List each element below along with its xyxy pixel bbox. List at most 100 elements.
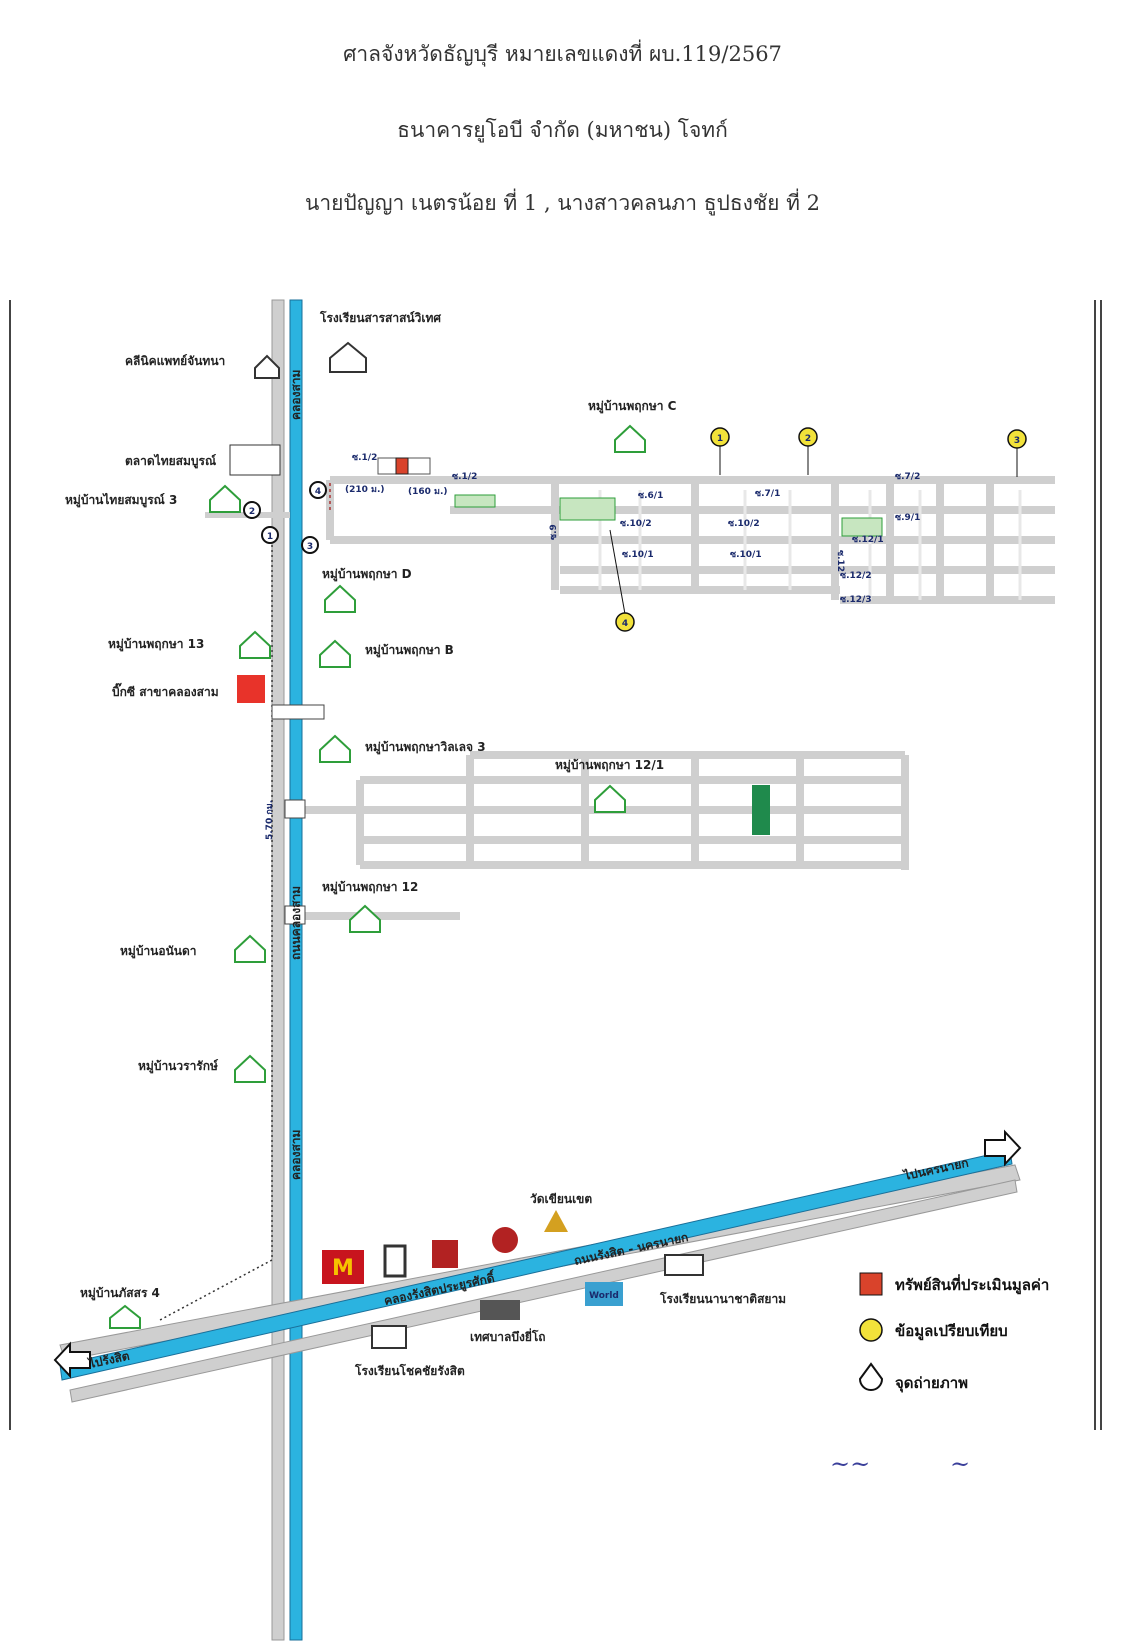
- building-icon: [383, 1244, 407, 1278]
- label-school-bottom: โรงเรียนโชคชัยรังสิต: [354, 1363, 465, 1378]
- label-ananda: หมู่บ้านอนันดา: [120, 944, 197, 959]
- label-soi-121: ซ.12/1: [852, 535, 884, 545]
- label-soi-61: ซ.6/1: [638, 491, 663, 501]
- header-line-3: นายปัญญา เนตรน้อย ที่ 1 , นางสาวคลนภา ธู…: [304, 191, 821, 215]
- label-pruksa-c: หมู่บ้านพฤกษา C: [588, 399, 677, 414]
- label-thaisomboon3: หมู่บ้านไทยสมบูรณ์ 3: [65, 492, 177, 508]
- label-patsorn4: หมู่บ้านภัสสร 4: [80, 1286, 160, 1301]
- label-pruksa-121: หมู่บ้านพฤกษา 12/1: [555, 758, 664, 773]
- compare-marker-2[interactable]: 2: [798, 427, 818, 475]
- rangsit-road-lower: [69, 1179, 1018, 1403]
- village-icons: [109, 424, 646, 1329]
- label-school-top: โรงเรียนสารสาสน์วิเทศ: [319, 310, 441, 325]
- label-soi-122: ซ.12/2: [840, 571, 872, 581]
- label-dist-160: (160 ม.): [408, 487, 448, 497]
- intl-school-icon: [664, 1254, 704, 1276]
- signature-2: ~: [950, 1450, 971, 1478]
- house-icon: [594, 784, 626, 813]
- house-icon: [209, 484, 241, 513]
- label-bigc: บิ๊กซี สาขาคลองสาม: [112, 682, 219, 699]
- photo-point-2[interactable]: 2: [243, 501, 261, 519]
- svg-text:3: 3: [307, 542, 313, 552]
- municipal-icon: [480, 1300, 520, 1320]
- legend-compare: ข้อมูลเปรียบเทียบ: [895, 1322, 1008, 1341]
- svg-text:2: 2: [249, 507, 255, 517]
- svg-text:2: 2: [805, 434, 811, 444]
- photo-point-1[interactable]: 1: [261, 526, 279, 544]
- label-soi-101b: ซ.10/1: [730, 550, 762, 560]
- legend-appraised: ทรัพย์สินที่ประเมินมูลค่า: [895, 1274, 1049, 1295]
- route-dotted: [159, 545, 273, 1321]
- label-munic: เทศบาลบึงยี่โถ: [470, 1328, 546, 1344]
- label-clinic: คลีนิคแพทย์จันทนา: [125, 354, 225, 368]
- house-icon: [234, 1054, 266, 1083]
- label-soi-9: ซ.9: [549, 524, 559, 540]
- label-canal-bottom: คลองสาม: [289, 1130, 303, 1180]
- label-soi-12v: ซ.12: [835, 550, 845, 572]
- house-icon: [239, 630, 271, 659]
- green-block: [752, 785, 770, 835]
- emblem-icon: [432, 1240, 458, 1268]
- header-line-1: ศาลจังหวัดธัญบุรี หมายเลขแดงที่ ผบ.119/2…: [343, 42, 782, 66]
- svg-text:1: 1: [717, 434, 723, 444]
- rangsit-canal: [59, 1149, 1013, 1381]
- label-pruksa-villa3: หมู่บ้านพฤกษาวิลเลจ 3: [365, 740, 486, 755]
- label-soi-123: ซ.12/3: [840, 595, 872, 605]
- green-area-3: [841, 517, 883, 537]
- label-soi-71: ซ.7/1: [755, 489, 780, 499]
- compare-marker-3[interactable]: 3: [1007, 429, 1027, 477]
- svg-text:4: 4: [315, 487, 321, 497]
- label-market: ตลาดไทยสมบูรณ์: [125, 453, 216, 469]
- label-soi-12b: ซ.1/2: [452, 472, 477, 482]
- label-soi-72: ซ.7/2: [895, 472, 920, 482]
- green-area-2: [559, 497, 616, 521]
- khlong-sam-canal: [289, 299, 303, 1641]
- mcdonalds-icon: [322, 1250, 364, 1284]
- label-soi-101a: ซ.10/1: [622, 550, 654, 560]
- green-area-1: [454, 494, 496, 508]
- label-canal-mid: ถนนคลองสาม: [289, 886, 303, 960]
- clinic-icon: [254, 354, 280, 379]
- house-icon: [614, 424, 646, 453]
- legend-photo: จุดถ่ายภาพ: [895, 1374, 968, 1393]
- label-soi-102a: ซ.10/2: [620, 519, 652, 529]
- svg-text:3: 3: [1014, 436, 1020, 446]
- appraised-property[interactable]: [395, 457, 409, 475]
- label-canal-top: คลองสาม: [289, 370, 303, 420]
- house-icon: [109, 1304, 141, 1329]
- bottom-school-icon: [371, 1325, 407, 1349]
- arrow-to-rangsit: [53, 1341, 91, 1379]
- compare-marker-4[interactable]: 4: [609, 529, 635, 632]
- upper-soi-grid: [326, 476, 1055, 604]
- label-dreamworld: World: [589, 1291, 619, 1301]
- bridge-1: [271, 704, 325, 720]
- main-road-left: [271, 299, 285, 1641]
- signature-1: ~~: [830, 1450, 871, 1478]
- label-wat: วัดเขียนเขต: [530, 1192, 592, 1206]
- house-icon: [234, 934, 266, 963]
- bigc-logo-icon: [237, 675, 265, 703]
- label-pruksa-b: หมู่บ้านพฤกษา B: [365, 643, 454, 658]
- label-soi-102b: ซ.10/2: [728, 519, 760, 529]
- label-pruksa-12: หมู่บ้านพฤกษา 12: [322, 880, 418, 895]
- label-pruksa-d: หมู่บ้านพฤกษา D: [322, 567, 412, 582]
- label-wararak: หมู่บ้านวรารักษ์: [138, 1059, 218, 1074]
- label-pruksa-13: หมู่บ้านพฤกษา 13: [108, 637, 204, 652]
- label-soi-91: ซ.9/1: [895, 513, 920, 523]
- compare-marker-1[interactable]: 1: [710, 427, 730, 475]
- school-icon: [329, 341, 367, 373]
- photo-point-3[interactable]: 3: [301, 536, 319, 554]
- svg-text:1: 1: [267, 532, 273, 542]
- label-soi-12: ซ.1/2: [352, 453, 377, 463]
- legend-appraised-icon: [859, 1272, 883, 1296]
- photo-point-4[interactable]: 4: [309, 481, 327, 499]
- house-icon: [319, 734, 351, 763]
- house-icon: [319, 639, 351, 668]
- legend-compare-icon: [859, 1318, 883, 1342]
- label-distance: 5.70 กม.: [265, 800, 275, 840]
- label-dist-210: (210 ม.): [345, 485, 385, 495]
- star-logo-icon: [492, 1227, 518, 1253]
- bridge-2: [284, 799, 306, 819]
- arrow-to-nakhonnayok: [984, 1129, 1022, 1167]
- bridge-3: [284, 905, 306, 925]
